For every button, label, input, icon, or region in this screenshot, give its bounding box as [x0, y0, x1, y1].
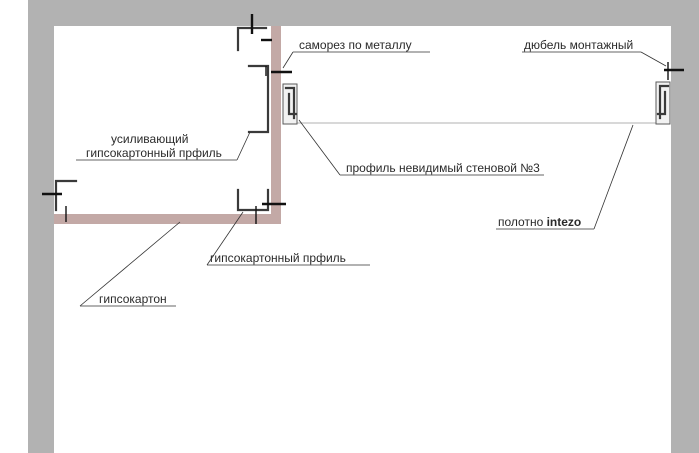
leader-samorez	[282, 51, 294, 69]
leader-profil-nevidimyy	[298, 119, 341, 176]
label-dyubel: дюбель монтажный	[524, 38, 633, 52]
invisible-wall-profile-left	[282, 83, 298, 125]
corner-profile-group	[236, 188, 286, 224]
drywall-vertical	[271, 26, 281, 224]
ceiling-profile	[236, 26, 268, 52]
label-gipsokarton: гипсокартон	[99, 292, 167, 306]
drywall-horizontal	[54, 214, 281, 224]
left-wall-profile-group	[42, 179, 78, 222]
label-usilivayuschiy-1: усиливающий	[111, 132, 188, 146]
invisible-wall-profile-right	[655, 81, 671, 125]
stretch-film	[296, 122, 658, 124]
leader-usilivayuschiy	[236, 131, 251, 161]
left-wall-profile	[54, 179, 78, 212]
right-wall	[671, 0, 699, 453]
leader-polotno	[593, 124, 634, 230]
reinforcing-profile	[247, 64, 270, 134]
label-polotno-brand: intezo	[547, 215, 582, 229]
ceiling-profile-group	[236, 14, 272, 52]
ceiling-slab	[28, 0, 699, 26]
reinforcing-profile-group	[247, 64, 270, 134]
leader-dyubel	[640, 51, 667, 67]
label-gkl-profil: гипсокартонный прфиль	[210, 251, 346, 265]
leader-gkl-profil	[206, 211, 244, 266]
label-samorez: саморез по металлу	[299, 38, 412, 52]
label-profil-nevidimyy: профиль невидимый стеновой №3	[346, 161, 540, 175]
corner-profile	[236, 188, 270, 212]
label-polotno: полотно intezo	[498, 215, 581, 229]
label-usilivayuschiy-2: гипсокартонный прфиль	[86, 146, 222, 160]
leader-gipsokarton	[79, 221, 181, 307]
label-polotno-prefix: полотно	[498, 215, 547, 229]
left-wall	[28, 0, 54, 453]
